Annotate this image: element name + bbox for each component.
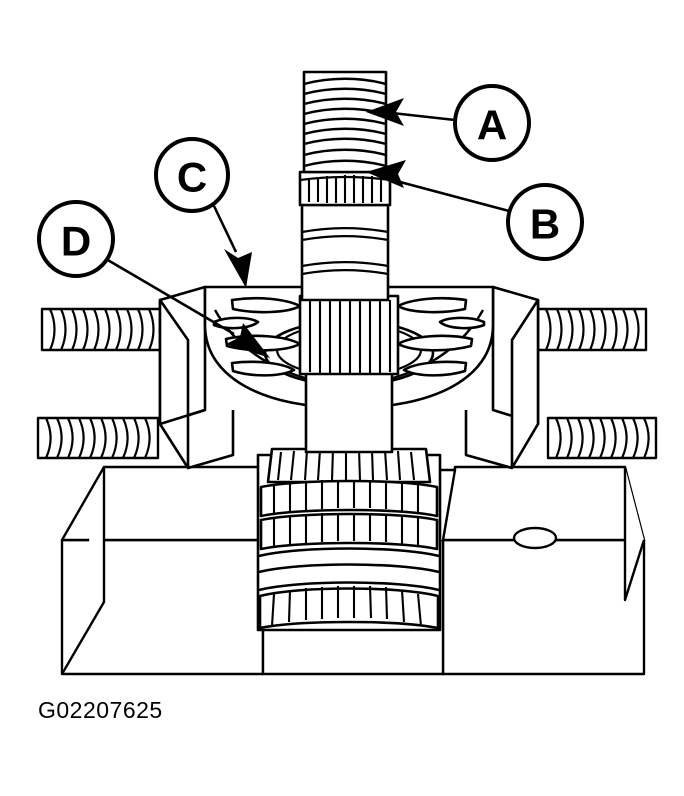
callout-a: A — [453, 84, 531, 162]
press-rod-left-lower — [36, 416, 160, 460]
separator-slot-4 — [230, 360, 296, 377]
callout-leader-c — [212, 205, 238, 253]
splined-input-shaft — [298, 70, 400, 454]
callout-arrow-c — [224, 249, 252, 288]
callout-leader-d — [105, 257, 235, 336]
separator-clamp-arms — [158, 285, 540, 470]
callout-circle-a — [453, 84, 531, 162]
callout-c: C — [154, 137, 230, 213]
callout-label-b: B — [530, 201, 560, 248]
separator-slot-8 — [402, 360, 468, 377]
separator-slot-7 — [396, 334, 474, 352]
callout-arrowheads — [224, 98, 406, 358]
callout-b: B — [506, 183, 584, 261]
callout-d: D — [37, 200, 115, 278]
callout-label-d: D — [61, 218, 91, 265]
threaded-press-rods — [36, 307, 658, 460]
separator-slot-6 — [438, 316, 486, 330]
press-rod-right-upper — [536, 307, 648, 352]
callout-label-c: C — [177, 154, 207, 201]
separator-plate-slots — [212, 296, 486, 377]
shaft-spline-collar — [298, 170, 392, 207]
separator-slot-5 — [396, 296, 468, 314]
shaft-spline-hub — [298, 294, 400, 376]
callout-circle-c — [154, 137, 230, 213]
callout-circle-d — [37, 200, 115, 278]
callout-arrow-b — [366, 160, 406, 188]
callout-circle-b — [506, 183, 584, 261]
callout-arrow-a — [366, 98, 404, 126]
callout-leader-b — [384, 176, 510, 213]
callout-circles: A B C D — [37, 84, 584, 278]
press-base-pin-hole — [512, 526, 558, 550]
figure-id-label: G02207625 — [38, 697, 163, 723]
callout-label-a: A — [477, 102, 507, 149]
press-rod-right-lower — [546, 416, 658, 460]
press-rod-left-upper — [40, 307, 162, 352]
stacked-gear-cluster — [256, 447, 442, 632]
threaded-upper-shaft — [302, 70, 388, 174]
callout-arrow-d — [226, 323, 270, 358]
